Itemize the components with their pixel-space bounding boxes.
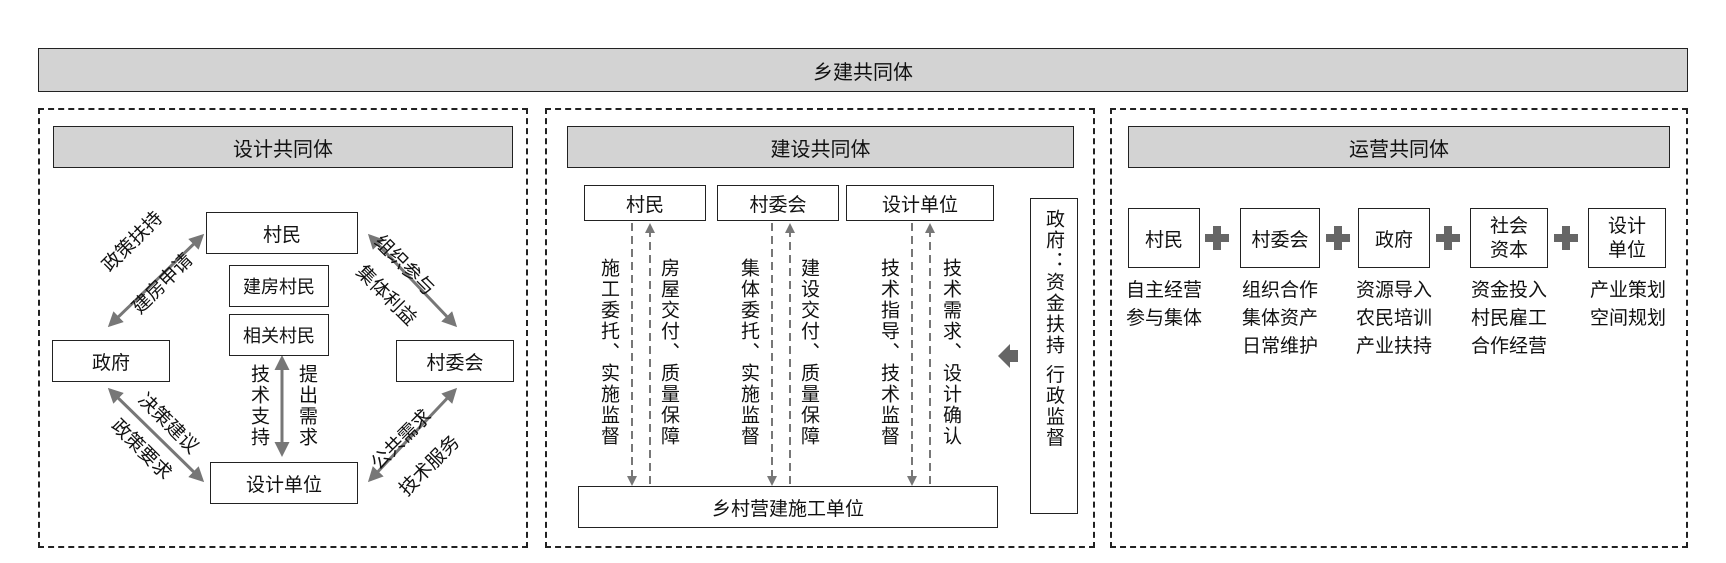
desc-line: 产业策划 [1589,279,1666,301]
build-committee-label: 村委会 [749,193,807,216]
operate-box-committee: 村委会 [1240,208,1320,268]
operate-name-design: 设计单位 [1607,215,1646,261]
plus-icon [1326,226,1350,250]
desc-line: 组织合作 [1241,279,1318,301]
design-committee-box: 村委会 [396,340,514,382]
design-villagers-label: 村民 [262,223,301,246]
desc-line: 资金投入 [1470,279,1547,301]
arrow-gov-villagers [107,233,205,328]
arrow-villagers-committee [367,233,458,328]
build-panel [545,108,1095,548]
design-committee-label: 村委会 [426,351,484,374]
label-c-up: 建设交付、质量保障 [798,258,820,447]
operate-box-government: 政府 [1358,208,1430,268]
desc-line: 集体资产 [1241,307,1318,329]
design-villagers-box: 村民 [206,212,358,254]
operate-desc-government: 资源导入 农民培训 产业扶持 [1346,276,1442,360]
arrow-gov-design [107,387,205,483]
desc-line: 合作经营 [1470,335,1547,357]
operate-name-government: 政府 [1374,228,1413,251]
build-villagers-box: 建房村民 [229,265,329,307]
operate-box-design: 设计单位 [1588,208,1666,268]
operate-name-capital: 社会资本 [1489,215,1528,261]
label-c-down: 集体委托、实施监督 [738,258,760,447]
build-villagers-top-label: 村民 [625,193,664,216]
label-d-up: 技术需求、设计确认 [940,258,962,447]
related-villagers-box: 相关村民 [229,314,329,356]
plus-icon [1205,226,1229,250]
design-government-box: 政府 [52,340,170,382]
operate-name-villagers: 村民 [1144,228,1183,251]
build-title: 建设共同体 [770,136,871,161]
plus-icon [1554,226,1578,250]
desc-line: 自主经营 [1125,279,1202,301]
build-design-unit-label: 设计单位 [881,193,958,216]
main-title: 乡建共同体 [813,59,913,84]
government-note-box: 政府：资金扶持 行政监督 [1030,198,1078,514]
build-villagers-label: 建房村民 [243,277,315,298]
operate-desc-villagers: 自主经营 参与集体 [1116,276,1212,332]
operate-box-villagers: 村民 [1128,208,1200,268]
label-d-down: 技术指导、技术监督 [878,258,900,447]
operate-panel [1110,108,1688,548]
label-v-up: 房屋交付、质量保障 [658,258,680,447]
operate-name-committee: 村委会 [1251,228,1309,251]
operate-box-capital: 社会资本 [1470,208,1548,268]
desc-line: 空间规划 [1589,307,1666,329]
arrow-committee-design [367,387,458,483]
construction-unit-label: 乡村营建施工单位 [711,497,864,520]
desc-line: 产业扶持 [1355,335,1432,357]
construction-unit-box: 乡村营建施工单位 [578,486,998,528]
operate-desc-design: 产业策划 空间规划 [1580,276,1676,332]
operate-desc-committee: 组织合作 集体资产 日常维护 [1232,276,1328,360]
design-title: 设计共同体 [233,136,333,161]
main-title-bar: 乡建共同体 [38,48,1688,92]
operate-title: 运营共同体 [1349,136,1449,161]
design-panel [38,108,528,548]
design-government-label: 政府 [91,351,130,374]
plus-icon [1436,226,1460,250]
label-tech-support: 技术支持 [248,364,270,448]
build-villagers-top-box: 村民 [584,185,706,221]
government-pointer-icon [998,344,1018,368]
label-v-down: 施工委托、实施监督 [598,258,620,447]
build-title-bar: 建设共同体 [567,126,1074,168]
desc-line: 村民雇工 [1470,307,1547,329]
related-villagers-label: 相关村民 [243,326,315,347]
government-note-label: 政府：资金扶持 行政监督 [1043,209,1065,449]
operate-title-bar: 运营共同体 [1128,126,1670,168]
desc-line: 资源导入 [1355,279,1432,301]
desc-line: 农民培训 [1355,307,1432,329]
build-committee-box: 村委会 [717,185,839,221]
build-design-unit-box: 设计单位 [846,185,994,221]
operate-desc-capital: 资金投入 村民雇工 合作经营 [1461,276,1557,360]
design-unit-label: 设计单位 [245,473,322,496]
design-title-bar: 设计共同体 [53,126,513,168]
design-unit-box: 设计单位 [210,462,358,504]
desc-line: 日常维护 [1241,335,1318,357]
desc-line: 参与集体 [1125,307,1202,329]
label-raise-needs: 提出需求 [296,364,318,448]
